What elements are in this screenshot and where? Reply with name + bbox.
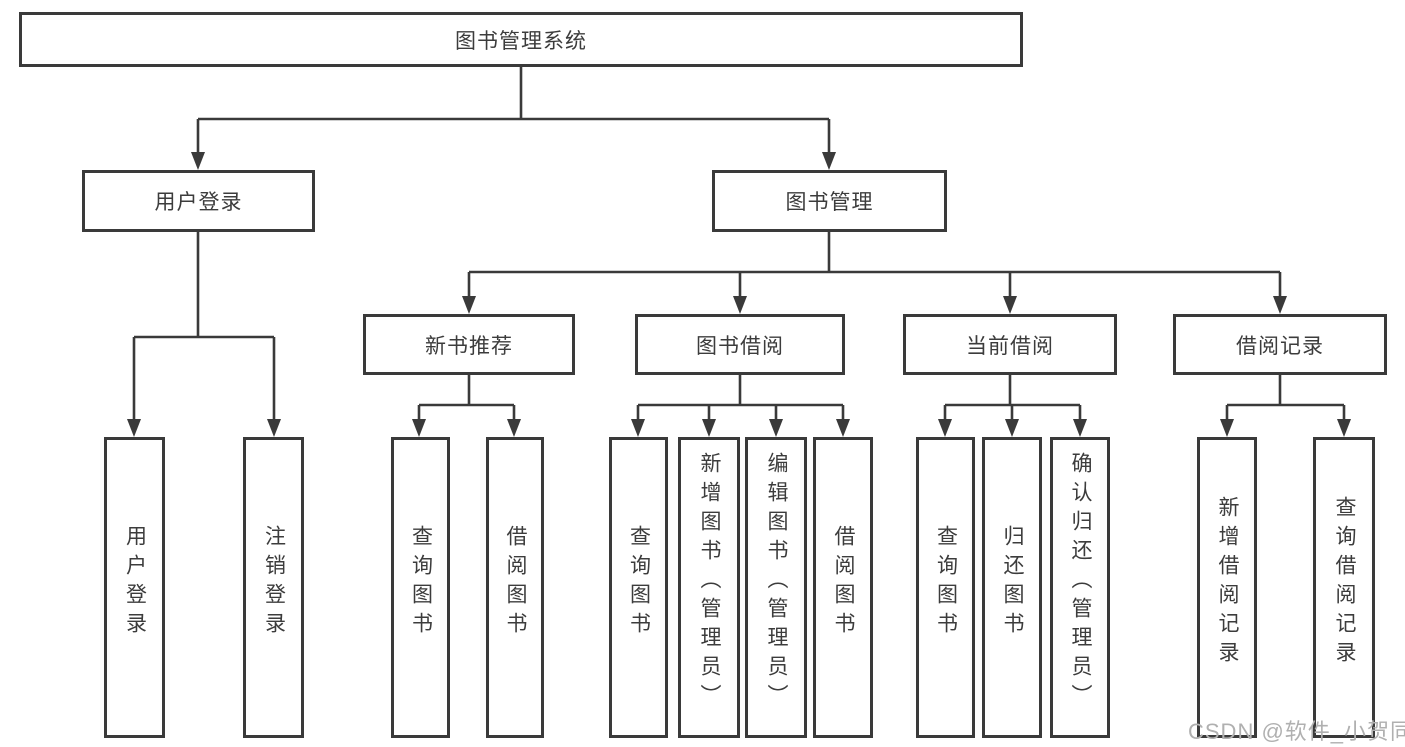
edge-currentborrow-arrowheads — [938, 419, 1087, 437]
edge-borrowrecords-to-leaves — [1225, 375, 1346, 421]
edge-bookmgmt-arrowheads — [462, 296, 1287, 314]
edge-recommend-arrowheads — [412, 419, 521, 437]
leaf-return-book: 归还图书 — [982, 437, 1042, 738]
leaf-query-book-borrow: 查询图书 — [609, 437, 668, 738]
edge-userlogin-arrowheads — [127, 419, 281, 437]
leaf-query-book-recommend: 查询图书 — [391, 437, 450, 738]
edge-root-to-level2 — [196, 67, 831, 154]
edge-borrowrecords-arrowheads — [1220, 419, 1351, 437]
leaf-query-book-current: 查询图书 — [916, 437, 975, 738]
edge-bookborrow-arrowheads — [631, 419, 850, 437]
leaf-confirm-return-admin: 确认归还（管理员） — [1050, 437, 1110, 738]
node-new-book-recommend: 新书推荐 — [363, 314, 575, 375]
edge-recommend-to-leaves — [417, 375, 516, 421]
node-book-borrow: 图书借阅 — [635, 314, 845, 375]
leaf-query-borrow-record: 查询借阅记录 — [1313, 437, 1375, 738]
node-library-system: 图书管理系统 — [19, 12, 1023, 67]
leaf-add-borrow-record: 新增借阅记录 — [1197, 437, 1257, 738]
edge-userlogin-to-leaves — [132, 232, 276, 421]
leaf-add-book-admin: 新增图书（管理员） — [678, 437, 740, 738]
leaf-edit-book-admin: 编辑图书（管理员） — [745, 437, 807, 738]
edge-bookborrow-to-leaves — [636, 375, 845, 421]
leaf-borrow-book: 借阅图书 — [813, 437, 873, 738]
edge-root-arrowheads — [191, 152, 836, 170]
leaf-user-login: 用户登录 — [104, 437, 165, 738]
node-current-borrow: 当前借阅 — [903, 314, 1117, 375]
node-user-login: 用户登录 — [82, 170, 315, 232]
edge-bookmgmt-to-level3 — [467, 232, 1282, 298]
leaf-logout: 注销登录 — [243, 437, 304, 738]
leaf-borrow-book-recommend: 借阅图书 — [486, 437, 544, 738]
csdn-watermark: CSDN @软件_小贺同学 — [1188, 719, 1405, 744]
node-book-management: 图书管理 — [712, 170, 947, 232]
edge-currentborrow-to-leaves — [943, 375, 1082, 421]
node-borrow-records: 借阅记录 — [1173, 314, 1387, 375]
